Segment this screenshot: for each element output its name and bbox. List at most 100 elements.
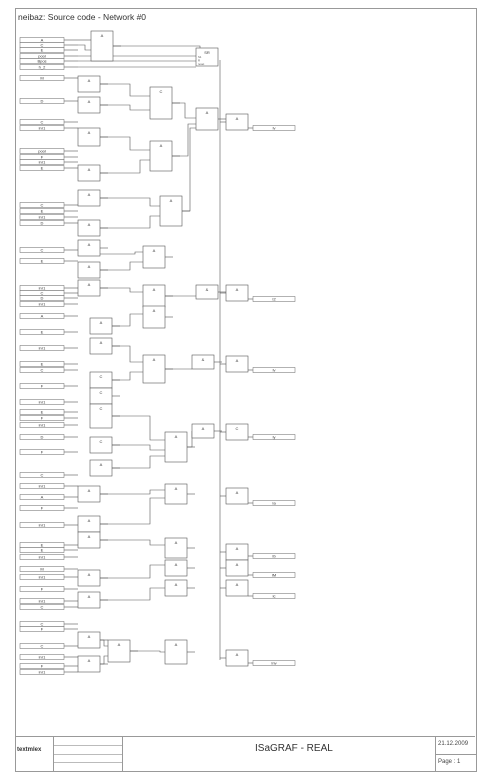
logic-gate-label: A	[88, 488, 91, 493]
output-block-label: A	[236, 490, 239, 495]
logic-gate-box	[77, 261, 101, 279]
logic-gate-box	[89, 459, 113, 477]
input-variable-box	[19, 329, 65, 335]
input-variable-label: F	[41, 450, 44, 455]
output-block-box	[225, 579, 249, 597]
wire	[130, 650, 165, 653]
logic-gate: A	[142, 354, 166, 384]
input-variable-box	[19, 75, 65, 81]
logic-gate-box	[77, 127, 101, 147]
logic-gate: A	[77, 591, 101, 609]
output-variable-box	[252, 125, 296, 131]
wire	[172, 102, 196, 119]
logic-gate-box	[89, 403, 113, 429]
output-block-box	[225, 559, 249, 577]
logic-gate: A	[77, 279, 101, 297]
logic-gate-box	[142, 354, 166, 384]
input-variable-label: pool	[38, 149, 46, 154]
wire	[100, 489, 165, 495]
logic-gate-box	[107, 639, 131, 663]
output-variable-box	[252, 500, 296, 506]
input-variable-label: F	[41, 384, 44, 389]
logic-gate-label: A	[170, 198, 173, 203]
input-variable-box	[19, 148, 65, 154]
input-variable: M	[19, 75, 65, 81]
output-block: A	[225, 649, 249, 667]
logic-gate-box	[89, 337, 113, 355]
input-variable-label: C	[41, 622, 44, 627]
input-variable-label: D	[41, 296, 44, 301]
logic-gate-label: A	[153, 357, 156, 362]
logic-gate: A	[77, 239, 101, 257]
wire	[100, 564, 165, 579]
wire	[182, 127, 196, 212]
logic-gate-box	[89, 436, 113, 454]
output-block-box	[225, 284, 249, 302]
logic-gate-box	[142, 305, 166, 329]
output-block-label: A	[236, 562, 239, 567]
input-variable: F	[19, 383, 65, 389]
output-block-box	[225, 487, 249, 505]
logic-gate: A	[142, 284, 166, 308]
logic-gate-label: A	[88, 192, 91, 197]
logic-gate: A	[77, 219, 101, 237]
logic-gate: A	[191, 423, 215, 439]
logic-gate: A	[77, 515, 101, 533]
input-variable-box	[19, 669, 65, 675]
logic-gate-box	[164, 537, 188, 559]
logic-gate-box	[164, 559, 188, 577]
output-block-label: A	[236, 287, 239, 292]
output-block-box	[225, 355, 249, 373]
input-variable-box	[19, 258, 65, 264]
input-variable-box	[19, 165, 65, 171]
wire	[100, 159, 150, 174]
logic-gate-label: A	[175, 582, 178, 587]
wire	[100, 197, 160, 207]
input-variable-label: A	[41, 495, 44, 500]
input-variable-label: inr1	[39, 126, 46, 131]
logic-gate-label: A	[101, 33, 104, 38]
input-variable: inr1	[19, 554, 65, 560]
output-variable-label: IM	[272, 573, 276, 578]
input-variable-box	[19, 64, 65, 70]
input-variable-box	[19, 522, 65, 528]
logic-gate-box	[77, 219, 101, 237]
output-block-box	[225, 649, 249, 667]
input-variable-label: C	[41, 120, 44, 125]
input-variable-box	[19, 422, 65, 428]
logic-gate-box	[77, 531, 101, 549]
output-variable-box	[252, 296, 296, 302]
logic-gate-label: C	[100, 390, 103, 395]
page-title: neibaz: Source code - Network #0	[18, 12, 147, 22]
input-variable-box	[19, 449, 65, 455]
logic-gate: C	[89, 436, 113, 454]
input-variable: D	[19, 220, 65, 226]
input-variable: D	[19, 295, 65, 301]
output-variable-label: Iy	[272, 435, 275, 440]
input-variable-label: inr1	[39, 302, 46, 307]
wire	[100, 215, 160, 229]
input-variable-box	[19, 208, 65, 214]
input-variable-box	[19, 547, 65, 553]
logic-gate-label: A	[153, 308, 156, 313]
output-block: A	[225, 284, 249, 302]
input-variable: F	[19, 586, 65, 592]
logic-gate: C	[89, 387, 113, 405]
company-logo: textmlex	[17, 747, 42, 753]
output-block: A	[225, 355, 249, 373]
logic-gate: A	[164, 431, 188, 463]
output-variable-label: Ia	[272, 501, 276, 506]
input-variable-label: A	[41, 314, 44, 319]
input-variable: inr1	[19, 598, 65, 604]
sr-pin-label: reset	[198, 62, 204, 66]
input-variable-label: pool	[38, 54, 46, 59]
input-variable-label: C	[41, 291, 44, 296]
logic-gate: A	[77, 569, 101, 587]
output-variable: Ic	[252, 593, 296, 599]
input-variable: E	[19, 547, 65, 553]
logic-gate-box	[77, 655, 101, 673]
logic-gate-label: A	[175, 486, 178, 491]
input-variable: M	[19, 566, 65, 572]
input-variable-box	[19, 566, 65, 572]
output-variable-label: I2	[272, 297, 276, 302]
